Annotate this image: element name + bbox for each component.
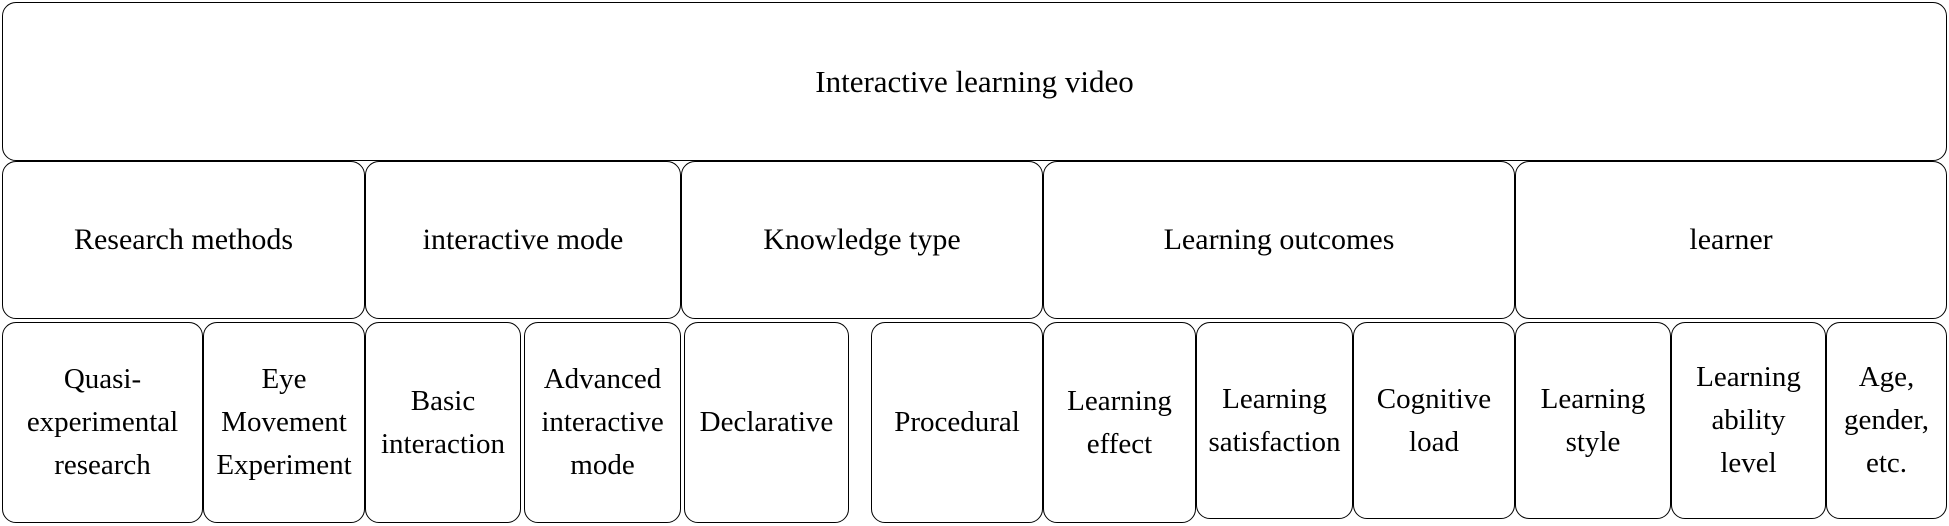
item-label: Basic interaction [380, 384, 505, 460]
category-research-methods: Research methods [2, 161, 365, 319]
category-label: Research methods [73, 223, 294, 256]
item-label: Age, gender, etc. [1844, 361, 1929, 479]
item-cognitive-load: Cognitive load [1353, 322, 1515, 519]
root-node: Interactive learning video [2, 2, 1947, 161]
category-label: learner [1689, 223, 1773, 256]
item-label: Quasi- experimental research [26, 363, 179, 481]
category-learner: learner [1515, 161, 1947, 319]
item-label: Procedural [894, 406, 1020, 438]
item-basic-interaction: Basic interaction [365, 322, 521, 523]
item-label: Cognitive load [1376, 382, 1492, 458]
item-quasi-experimental-research: Quasi- experimental research [2, 322, 203, 523]
category-label: Knowledge type [763, 223, 961, 256]
item-label: Advanced interactive mode [541, 363, 664, 481]
item-declarative: Declarative [684, 322, 849, 523]
item-label: Learning effect [1067, 384, 1172, 460]
item-label: Learning satisfaction [1208, 382, 1341, 458]
item-age-gender-etc: Age, gender, etc. [1826, 322, 1947, 519]
category-label: Learning outcomes [1163, 223, 1395, 256]
root-label: Interactive learning video [815, 63, 1134, 99]
item-label: Learning style [1540, 382, 1646, 458]
category-interactive-mode: interactive mode [365, 161, 681, 319]
item-label: Eye Movement Experiment [216, 363, 352, 481]
item-eye-movement-experiment: Eye Movement Experiment [203, 322, 365, 523]
item-learning-satisfaction: Learning satisfaction [1196, 322, 1353, 519]
category-label: interactive mode [422, 223, 624, 256]
category-learning-outcomes: Learning outcomes [1043, 161, 1515, 319]
item-learning-style: Learning style [1515, 322, 1671, 519]
item-learning-ability-level: Learning ability level [1671, 322, 1826, 519]
category-knowledge-type: Knowledge type [681, 161, 1043, 319]
item-learning-effect: Learning effect [1043, 322, 1196, 523]
item-procedural: Procedural [871, 322, 1043, 523]
item-advanced-interactive-mode: Advanced interactive mode [524, 322, 681, 523]
item-label: Declarative [699, 406, 834, 438]
item-label: Learning ability level [1696, 361, 1801, 479]
